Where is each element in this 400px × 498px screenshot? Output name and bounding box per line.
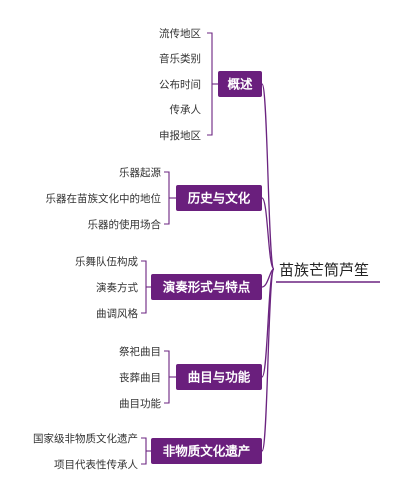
leaf-heritage-1[interactable]: 国家级非物质文化遗产 bbox=[33, 432, 138, 445]
leaf-overview-5[interactable]: 申报地区 bbox=[159, 129, 201, 142]
leaf-bracket-repertoire bbox=[164, 350, 170, 404]
root-node[interactable]: 苗族芒筒芦笙 bbox=[276, 261, 380, 283]
leaf-overview-3[interactable]: 公布时间 bbox=[159, 78, 201, 91]
leaf-repertoire-3[interactable]: 曲目功能 bbox=[119, 397, 161, 410]
branch-repertoire[interactable]: 曲目与功能 祭祀曲目 丧葬曲目 曲目功能 bbox=[119, 345, 262, 410]
leaf-repertoire-2[interactable]: 丧葬曲目 bbox=[119, 372, 161, 384]
branch-label-repertoire: 曲目与功能 bbox=[188, 370, 251, 385]
leaf-bracket-heritage bbox=[141, 437, 147, 465]
connector-heritage bbox=[261, 268, 275, 452]
leaf-performance-3[interactable]: 曲调风格 bbox=[96, 307, 138, 320]
leaf-overview-2[interactable]: 音乐类别 bbox=[159, 52, 201, 65]
leaf-history-3[interactable]: 乐器的使用场合 bbox=[88, 218, 162, 231]
branch-label-overview: 概述 bbox=[227, 77, 253, 92]
root-label: 苗族芒筒芦笙 bbox=[279, 261, 369, 279]
leaf-performance-1[interactable]: 乐舞队伍构成 bbox=[75, 255, 138, 268]
leaf-overview-1[interactable]: 流传地区 bbox=[159, 27, 201, 40]
connector-overview bbox=[261, 83, 275, 270]
branch-node-performance[interactable] bbox=[151, 274, 262, 300]
branch-label-heritage: 非物质文化遗产 bbox=[163, 444, 251, 459]
branch-history-culture[interactable]: 历史与文化 乐器起源 乐器在苗族文化中的地位 乐器的使用场合 bbox=[46, 166, 263, 231]
leaf-history-2[interactable]: 乐器在苗族文化中的地位 bbox=[46, 192, 162, 205]
branch-node-repertoire[interactable] bbox=[176, 364, 262, 390]
branch-heritage[interactable]: 非物质文化遗产 国家级非物质文化遗产 项目代表性传承人 bbox=[33, 432, 262, 471]
branch-node-overview[interactable] bbox=[218, 71, 262, 97]
leaf-performance-2[interactable]: 演奏方式 bbox=[96, 281, 138, 294]
branch-label-performance: 演奏形式与特点 bbox=[163, 280, 251, 295]
branch-node-history[interactable] bbox=[176, 185, 262, 211]
branch-overview[interactable]: 概述 流传地区 音乐类别 公布时间 传承人 申报地区 bbox=[159, 27, 262, 142]
leaf-bracket-performance bbox=[141, 260, 147, 314]
leaf-repertoire-1[interactable]: 祭祀曲目 bbox=[119, 345, 161, 358]
leaf-bracket-overview bbox=[207, 32, 213, 136]
leaf-heritage-2[interactable]: 项目代表性传承人 bbox=[54, 458, 138, 471]
branch-performance[interactable]: 演奏形式与特点 乐舞队伍构成 演奏方式 曲调风格 bbox=[75, 255, 262, 320]
branch-label-history: 历史与文化 bbox=[188, 191, 251, 206]
leaf-bracket-history bbox=[164, 171, 170, 225]
branch-node-heritage[interactable] bbox=[151, 438, 262, 464]
connector-history bbox=[261, 197, 275, 270]
leaf-overview-4[interactable]: 传承人 bbox=[170, 104, 202, 116]
leaf-history-1[interactable]: 乐器起源 bbox=[119, 166, 161, 179]
